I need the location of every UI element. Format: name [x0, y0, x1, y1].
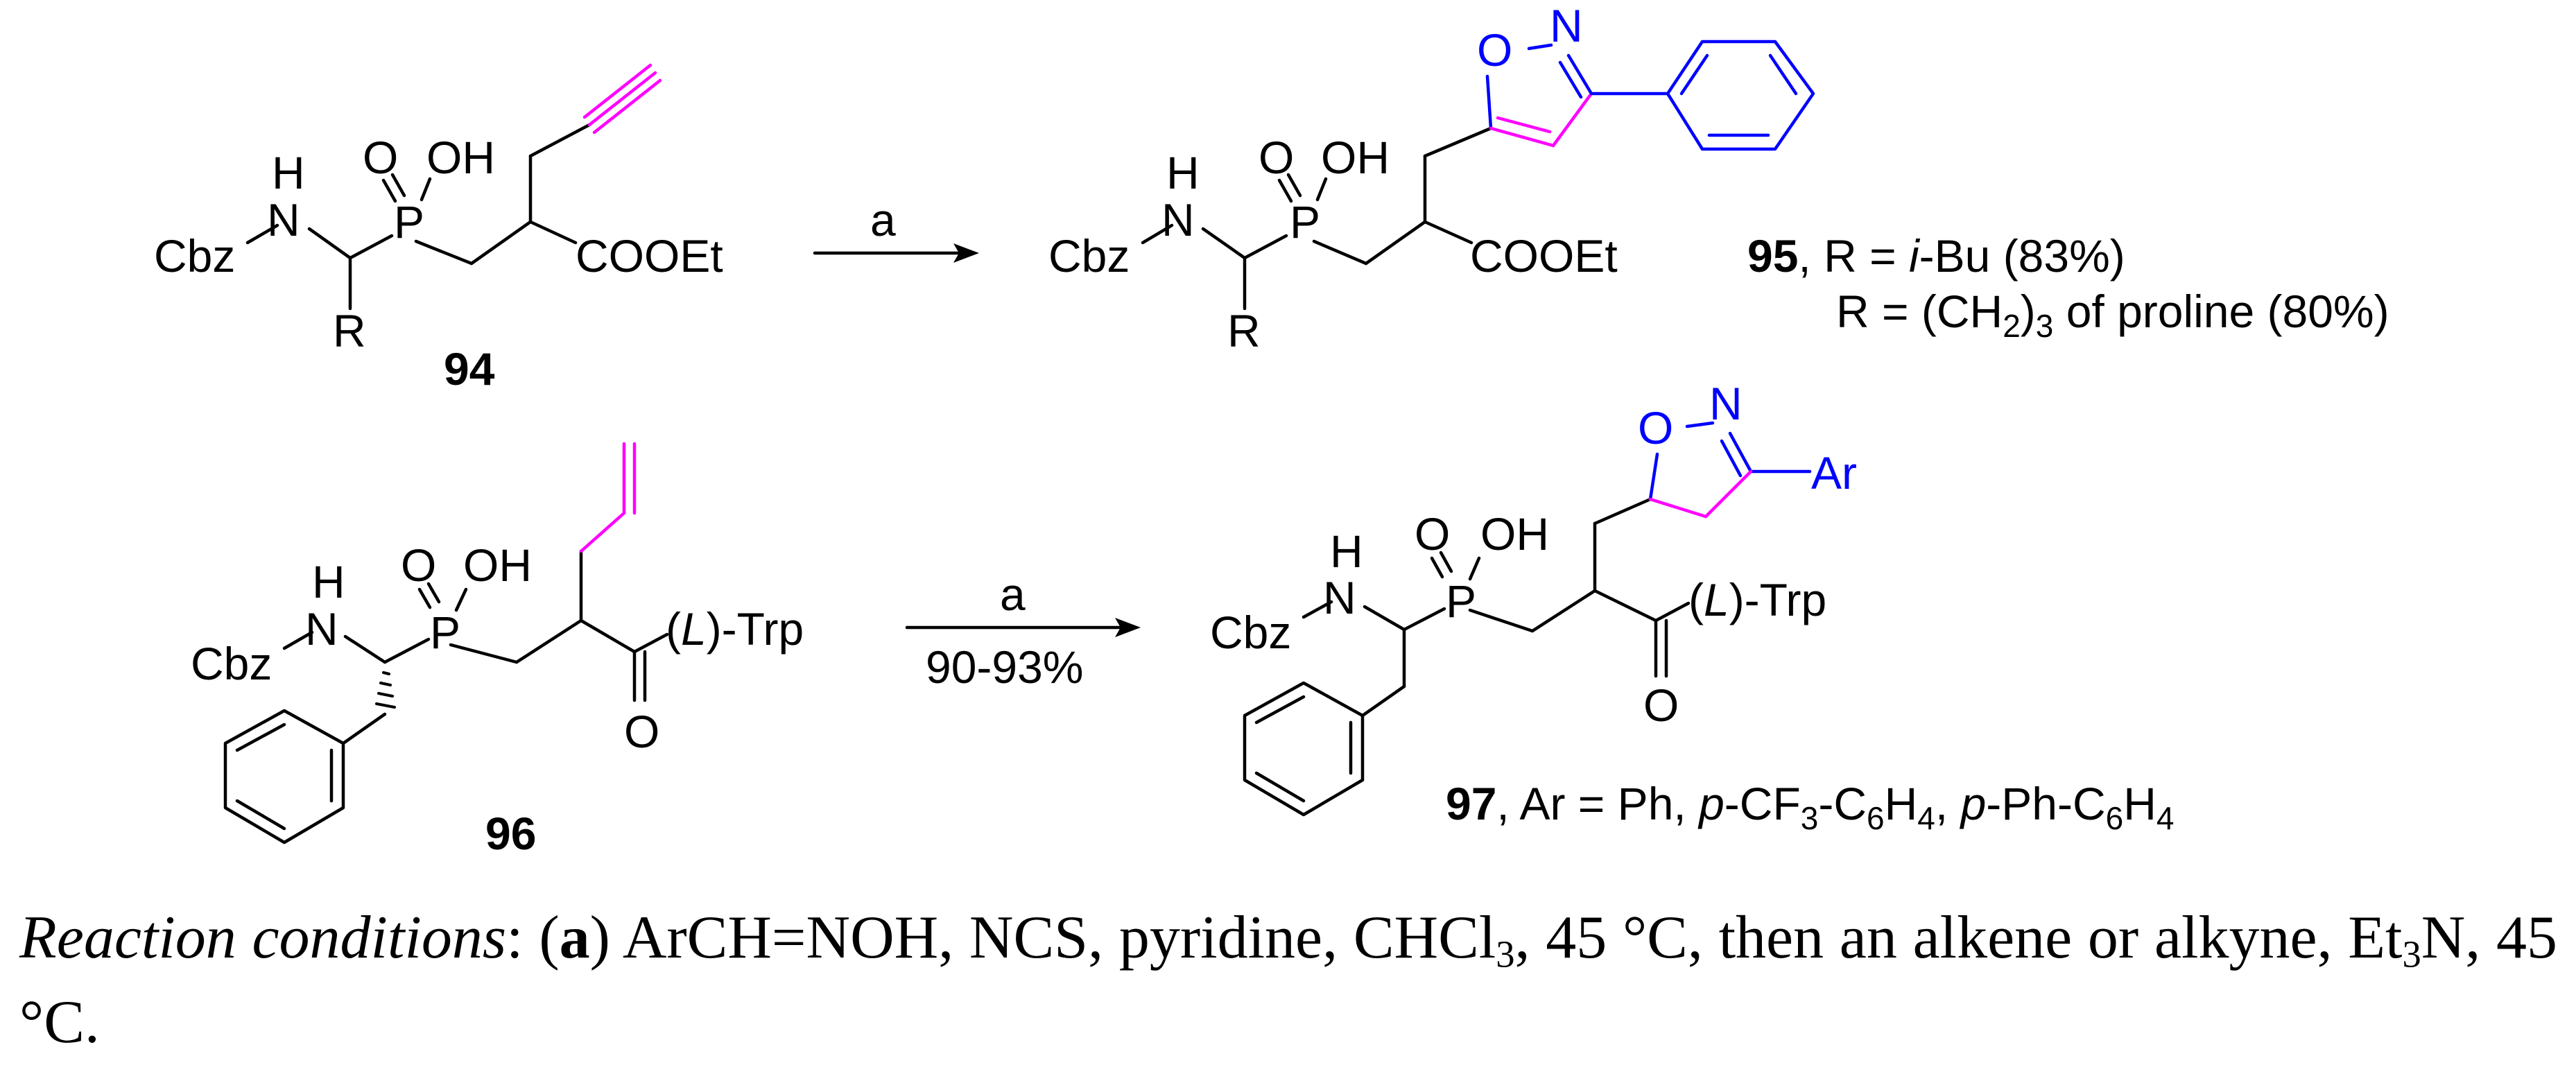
isoxazole-n-label: N: [1550, 0, 1583, 51]
caption-italic: i: [1909, 230, 1921, 282]
compound-number: 95: [1747, 230, 1798, 282]
caption-text: , R =: [1798, 230, 1909, 282]
compound-97: [1243, 421, 1812, 817]
nh-n-label: N: [267, 194, 300, 245]
phosphinate-o-label: O: [1415, 508, 1450, 560]
reaction-arrow-bottom: a 90-93%: [905, 569, 1141, 693]
compound-94: [245, 63, 662, 311]
phosphinate-o-label: O: [401, 539, 436, 591]
phosphinate-oh-label: OH: [426, 132, 495, 183]
phosphorus-label: P: [394, 196, 424, 248]
compound-96: [223, 442, 669, 845]
nh-h-label: H: [312, 556, 345, 607]
compound-96-labels: Cbz N H O P OH (L)-Trp O 96: [191, 539, 804, 859]
nh-n-label: N: [1323, 572, 1356, 623]
conditions-step: a: [559, 904, 590, 971]
caption-line-1: 95, R = i-Bu (83%): [1747, 230, 2125, 282]
compound-97-labels: Cbz N H O P OH (L)-Trp O O N Ar 97, Ar =…: [1210, 378, 2175, 836]
ester-label: COOEt: [1470, 230, 1618, 282]
isoxazoline-o-label: O: [1638, 402, 1673, 453]
r-group-label: R: [1227, 305, 1261, 356]
compound-95-labels: Cbz N H O P OH COOEt R O N 95, R = i-Bu …: [1048, 0, 2389, 356]
amide-suffix-label: (L)-Trp: [1688, 574, 1826, 625]
compound-number: 96: [485, 808, 536, 859]
cbz-label: Cbz: [1048, 230, 1130, 282]
amide-suffix-label: (L)-Trp: [666, 603, 804, 655]
phosphorus-label: P: [1290, 196, 1320, 248]
ester-label: COOEt: [576, 230, 723, 282]
cbz-label: Cbz: [154, 230, 235, 282]
reagent-label: a: [870, 194, 896, 245]
nh-n-label: N: [1161, 194, 1195, 245]
nh-n-label: N: [305, 603, 338, 655]
phosphinate-oh-label: OH: [1480, 508, 1549, 560]
nh-h-label: H: [1166, 147, 1200, 198]
isoxazole-o-label: O: [1477, 24, 1512, 76]
phosphinate-oh-label: OH: [1321, 132, 1390, 183]
cbz-label: Cbz: [1210, 607, 1291, 658]
yield-label: 90-93%: [926, 641, 1084, 693]
caption-rest: -Bu (83%): [1919, 230, 2125, 282]
phosphorus-label: P: [1446, 575, 1476, 627]
compound-number: 97: [1446, 778, 1496, 829]
phosphinate-oh-label: OH: [463, 539, 532, 591]
compound-94-labels: Cbz N H O P OH COOEt R 94: [154, 132, 723, 395]
carbonyl-o-label: O: [624, 706, 659, 757]
cbz-label: Cbz: [191, 638, 272, 689]
isoxazoline-n-label: N: [1709, 378, 1743, 429]
nh-h-label: H: [272, 147, 305, 198]
phosphorus-label: P: [430, 607, 460, 658]
phosphinate-o-label: O: [1259, 132, 1294, 183]
nh-h-label: H: [1330, 526, 1363, 577]
conditions-label: Reaction conditions: [19, 904, 507, 971]
compound-95: [1141, 40, 1815, 311]
aryl-label: Ar: [1811, 447, 1857, 499]
reagent-label: a: [1000, 569, 1026, 620]
phosphinate-o-label: O: [363, 132, 398, 183]
reaction-arrow-top: a: [813, 194, 979, 263]
carbonyl-o-label: O: [1643, 679, 1679, 731]
reaction-conditions: Reaction conditions: (a) ArCH=NOH, NCS, …: [19, 904, 2558, 1056]
caption-line: 97, Ar = Ph, p-CF3-C6H4, p-Ph-C6H4: [1446, 778, 2175, 836]
caption-line-2: R = (CH2)3 of proline (80%): [1836, 286, 2389, 344]
r-group-label: R: [333, 305, 366, 356]
compound-number: 94: [444, 343, 495, 395]
conditions-text: ArCH=NOH, NCS, pyridine, CHCl3, 45 °C, t…: [19, 904, 2558, 1056]
